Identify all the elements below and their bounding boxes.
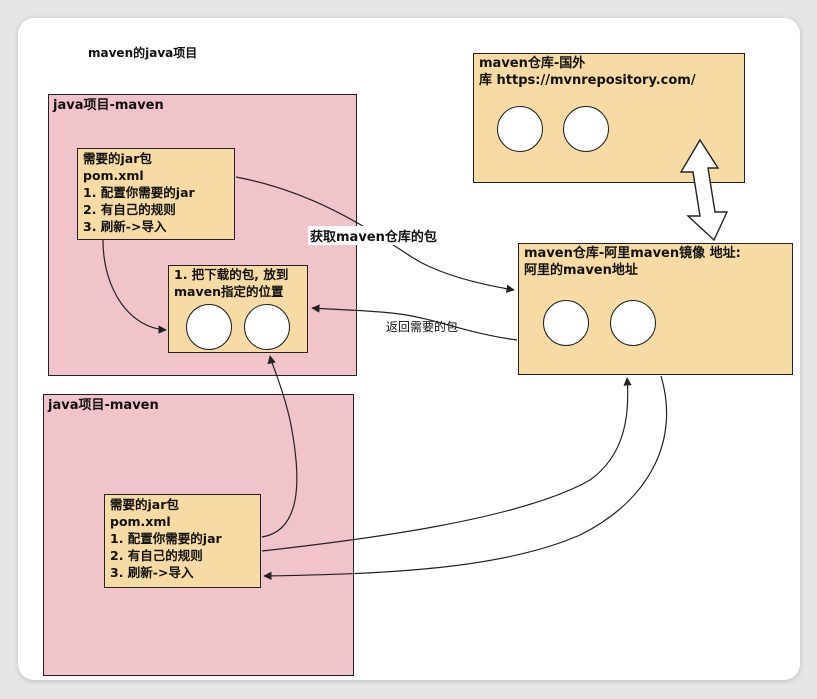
project1-pom-line-5: 3. 刷新->导入 — [83, 219, 167, 234]
project2-pom-line-3: 1. 配置你需要的jar — [110, 531, 222, 546]
fetch-edge-label: 获取maven仓库的包 — [308, 226, 439, 245]
edge-return — [311, 304, 518, 341]
edge-pom2-to-local — [261, 355, 298, 538]
project2-title: java项目-maven — [48, 398, 159, 413]
project1-pom-line-1: 需要的jar包 — [83, 151, 152, 166]
edge-pom-to-local — [102, 239, 167, 334]
local-repo-line-2: maven指定的位置 — [174, 284, 284, 299]
project1-pom-text: 需要的jar包 pom.xml 1. 配置你需要的jar 2. 有自己的规则 3… — [83, 150, 195, 235]
local-jar-circle-1 — [186, 304, 232, 350]
foreign-repo-line-1: maven仓库-国外 — [479, 56, 586, 71]
foreign-jar-circle-1 — [497, 106, 543, 152]
project2-pom-line-4: 2. 有自己的规则 — [110, 548, 203, 563]
edge-pom2-to-aliyun — [261, 377, 632, 552]
project2-pom-text: 需要的jar包 pom.xml 1. 配置你需要的jar 2. 有自己的规则 3… — [110, 496, 222, 581]
aliyun-repo-line-1: maven仓库-阿里maven镜像 地址: — [524, 246, 741, 261]
aliyun-repo-line-2: 阿里的maven地址 — [524, 263, 638, 278]
local-repo-text: 1. 把下载的包, 放到 maven指定的位置 — [174, 266, 288, 300]
project1-pom-line-2: pom.xml — [83, 168, 144, 183]
foreign-repo-text: maven仓库-国外 库 https://mvnrepository.com/ — [479, 55, 696, 89]
aliyun-repo-text: maven仓库-阿里maven镜像 地址: 阿里的maven地址 — [524, 245, 741, 279]
diagram-title: maven的java项目 — [88, 46, 198, 60]
local-repo-line-1: 1. 把下载的包, 放到 — [174, 267, 289, 282]
project1-title: java项目-maven — [53, 98, 164, 113]
local-jar-circle-2 — [244, 304, 290, 350]
foreign-repo-line-2: 库 https://mvnrepository.com/ — [479, 73, 696, 88]
project2-pom-line-2: pom.xml — [110, 514, 171, 529]
project1-pom-box — [77, 148, 235, 240]
edge-aliyun-to-pom2 — [263, 375, 668, 581]
aliyun-jar-circle-2 — [610, 300, 656, 346]
project2-pom-line-5: 3. 刷新->导入 — [110, 565, 194, 580]
foreign-jar-circle-2 — [563, 106, 609, 152]
mirror-sync-arrow — [679, 138, 729, 242]
aliyun-jar-circle-1 — [543, 300, 589, 346]
project1-pom-line-3: 1. 配置你需要的jar — [83, 185, 195, 200]
project1-pom-line-4: 2. 有自己的规则 — [83, 202, 176, 217]
project2-pom-box — [104, 494, 261, 588]
return-edge-label: 返回需要的包 — [386, 320, 459, 334]
edge-fetch — [235, 176, 515, 293]
project2-pom-line-1: 需要的jar包 — [110, 497, 179, 512]
